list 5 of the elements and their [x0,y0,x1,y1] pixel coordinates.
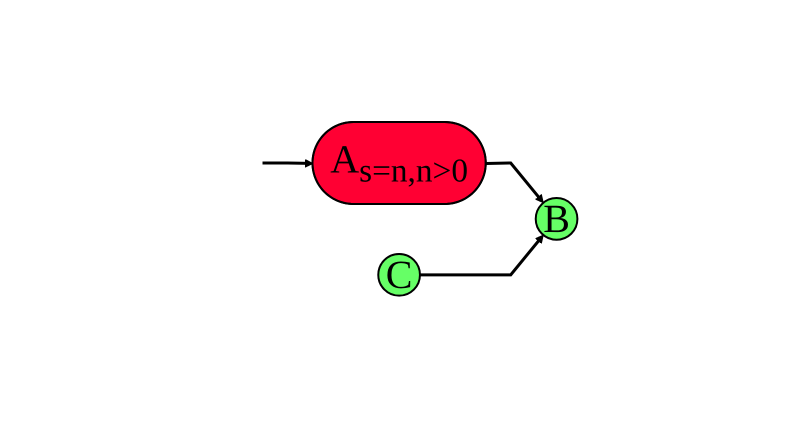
arrow [486,162,544,204]
node-circle: B [534,197,578,241]
node-circle: C [377,253,421,297]
arrow [262,159,314,168]
arrow [420,234,544,276]
